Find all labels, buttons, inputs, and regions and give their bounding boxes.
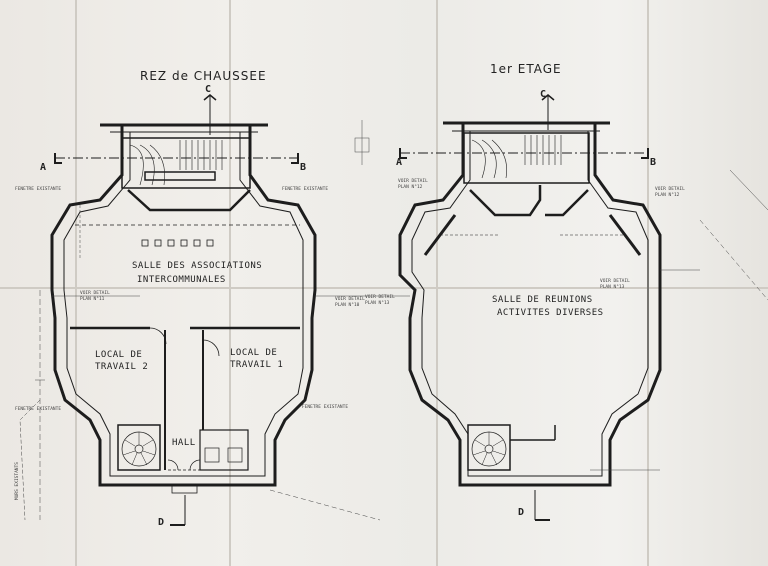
first-section-ab xyxy=(399,148,650,159)
office-1-line2: TRAVAIL 1 xyxy=(230,360,283,370)
ground-main-hall-line2: INTERCOMMUNALES xyxy=(137,275,226,285)
first-detail-mid-2: PLAN N°13 xyxy=(600,284,625,290)
ground-floor-title: REZ de CHAUSSEE xyxy=(140,69,267,83)
hall-label: HALL xyxy=(172,438,196,448)
ground-floor-plan xyxy=(50,123,317,494)
first-floor-inner-wall xyxy=(411,130,649,477)
first-detail-center-1: VOIR DETAIL xyxy=(365,294,395,300)
first-floor-title: 1er ETAGE xyxy=(490,62,562,76)
first-stair-treads xyxy=(471,135,562,179)
first-detail-center-2: PLAN N°13 xyxy=(365,300,390,306)
first-floor-plan xyxy=(398,121,662,487)
office-2-line2: TRAVAIL 2 xyxy=(95,362,148,372)
ground-floor-outer-wall xyxy=(50,123,317,487)
ground-window-note-bottom-right: FENETRE EXISTANTE xyxy=(302,404,348,410)
first-detail-left-2: PLAN N°12 xyxy=(398,184,423,190)
section-mark-a-left: A xyxy=(40,162,46,173)
first-stair-block xyxy=(463,132,590,184)
office-1-line1: LOCAL DE xyxy=(230,348,277,358)
ground-section-cd xyxy=(170,94,217,526)
section-mark-c-right: C xyxy=(540,89,546,100)
ground-floor-inner-wall xyxy=(63,131,304,477)
ground-window-note-bottom-left: FENETRE EXISTANTE xyxy=(15,406,61,412)
section-mark-d-right: D xyxy=(518,507,524,518)
ground-seat-markers xyxy=(141,239,214,247)
ground-center-detail-1: VOIR DETAIL xyxy=(335,296,365,302)
ground-window-note-right: FENETRE EXISTANTE xyxy=(282,186,328,192)
first-detail-right-2: PLAN N°12 xyxy=(655,192,680,198)
first-spiral-stair xyxy=(467,424,511,471)
ground-center-detail-2: PLAN N°10 xyxy=(335,302,360,308)
section-mark-c-left: C xyxy=(205,84,211,95)
ground-detail-note-2: PLAN N°11 xyxy=(80,296,105,302)
first-detail-right-1: VOIR DETAIL xyxy=(655,186,685,192)
first-section-cd xyxy=(534,94,555,521)
first-main-hall-line2: ACTIVITES DIVERSES xyxy=(497,308,604,318)
first-detail-left-1: VOIR DETAIL xyxy=(398,178,428,184)
first-detail-mid-1: VOIR DETAIL xyxy=(600,278,630,284)
section-mark-d-left: D xyxy=(158,517,164,528)
ground-section-ab xyxy=(54,153,300,164)
ground-window-note-left: FENETRE EXISTANTE xyxy=(15,186,61,192)
ground-main-hall-line1: SALLE DES ASSOCIATIONS xyxy=(132,261,262,271)
first-floor-outer-wall xyxy=(398,121,662,487)
office-2-line1: LOCAL DE xyxy=(95,350,142,360)
ground-stair-treads xyxy=(129,140,223,186)
ground-stair-block xyxy=(121,137,251,189)
ground-detail-note-1: VOIR DETAIL xyxy=(80,290,110,296)
section-mark-a-right: A xyxy=(396,157,402,168)
ground-walls-note: MURS EXISTANTS xyxy=(14,462,20,500)
first-main-hall-line1: SALLE DE REUNIONS xyxy=(492,295,593,305)
section-mark-b-left: B xyxy=(300,162,306,173)
ground-spiral-stair xyxy=(117,424,161,471)
section-mark-b-right: B xyxy=(650,157,656,168)
